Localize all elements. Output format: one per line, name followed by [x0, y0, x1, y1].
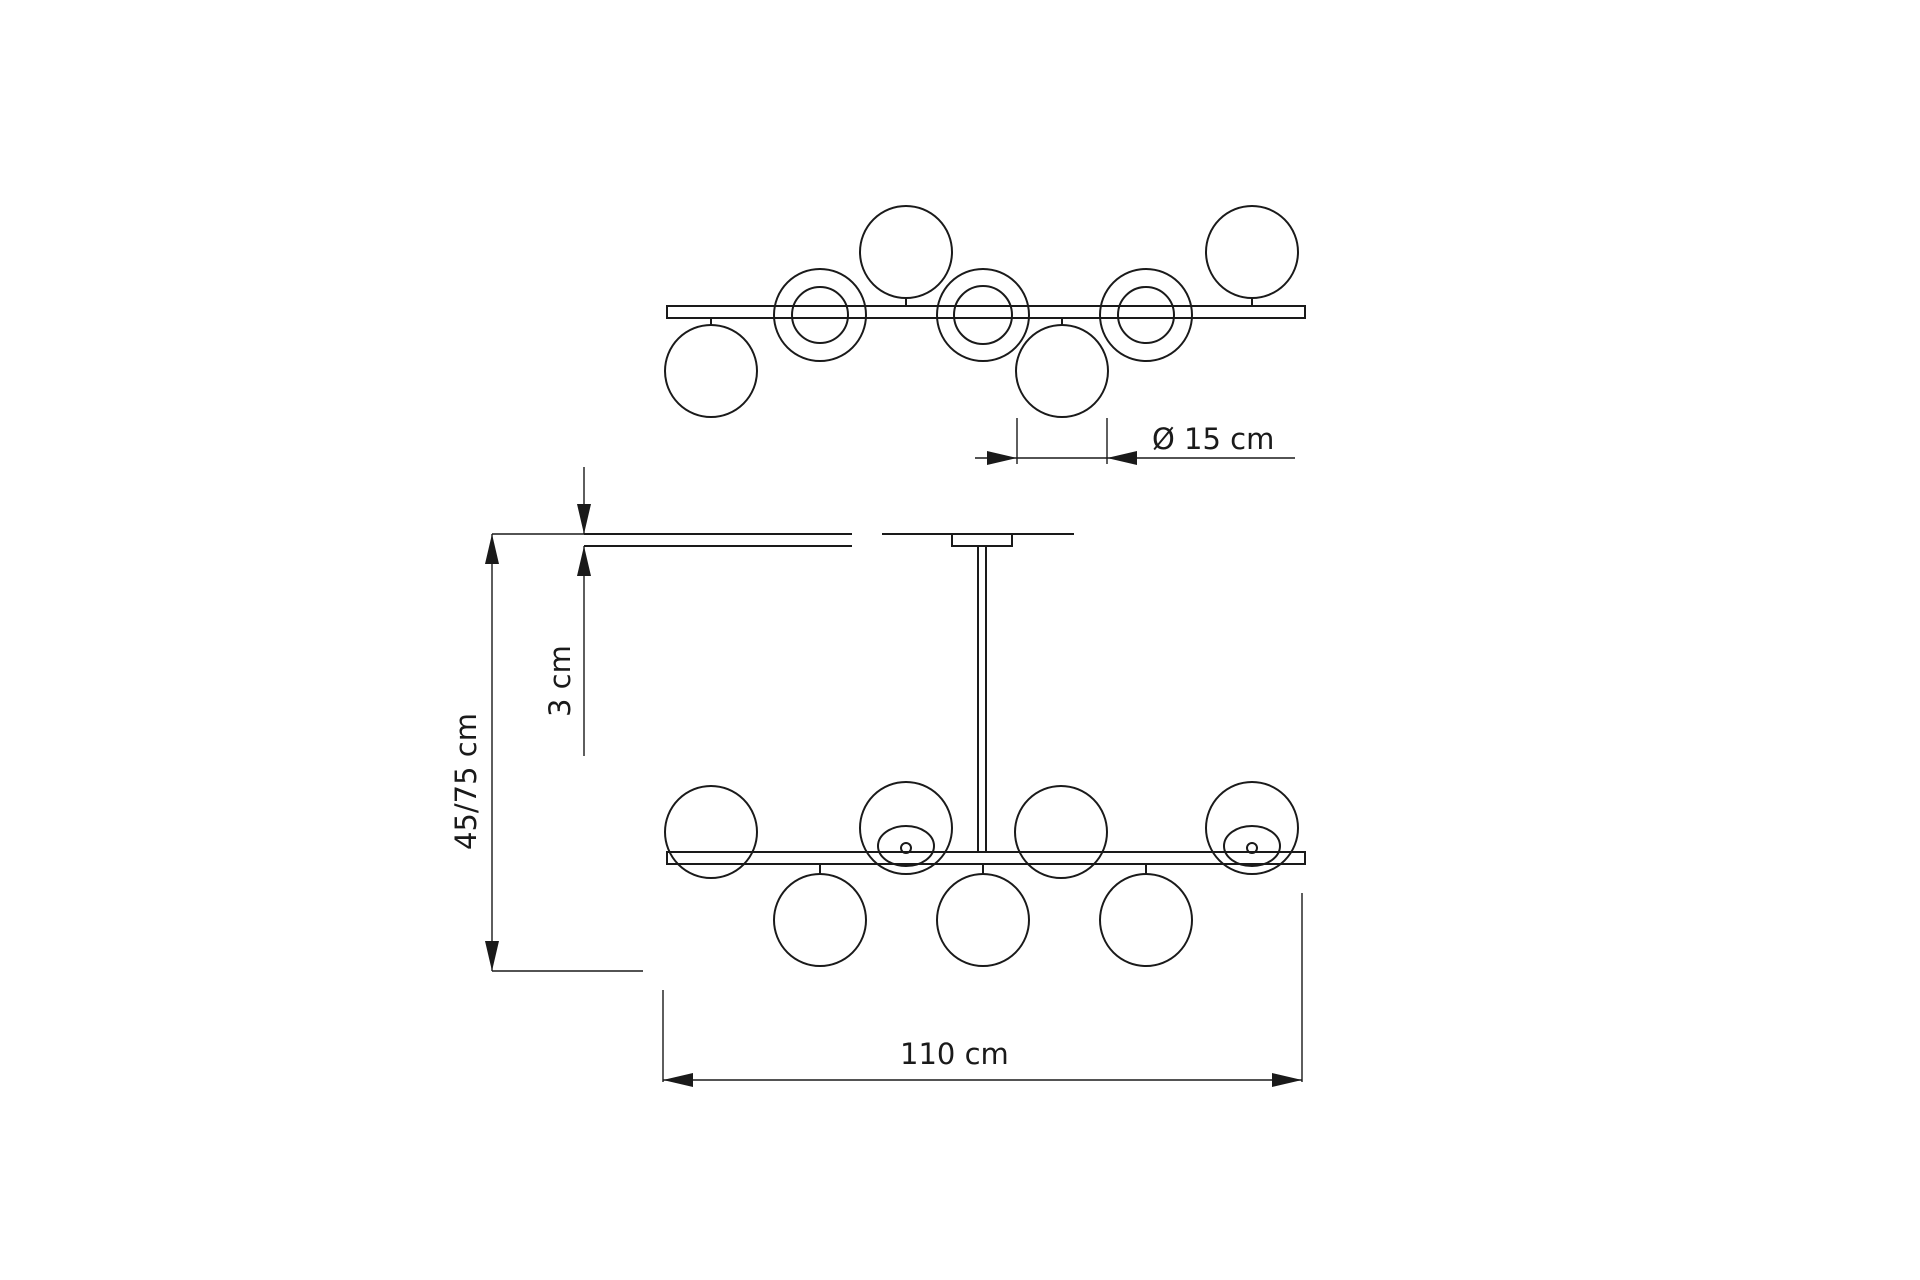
top-view-globe: [664, 324, 758, 418]
diameter-dimension: Ø 15 cm: [975, 418, 1295, 465]
canopy: [951, 533, 1013, 547]
arrow-head: [577, 546, 591, 576]
side-view-globe-holder-dot: [900, 842, 912, 854]
arrow-head: [663, 1073, 693, 1087]
total-height-dimension: 45/75 cm: [449, 534, 643, 972]
side-view-arm-bar: [666, 851, 1306, 865]
top-view-globe: [859, 205, 953, 299]
side-view-globe: [1205, 781, 1299, 875]
side-view-globe: [1014, 785, 1108, 879]
arrow-head: [485, 534, 499, 564]
top-view-ring-globe: [936, 268, 1030, 362]
total-width-dimension: 110 cm: [662, 893, 1303, 1087]
suspension-rod: [977, 545, 987, 853]
side-view: [584, 533, 1306, 967]
top-view-ring-globe: [773, 268, 867, 362]
canopy-height-dimension: 3 cm: [492, 467, 591, 756]
top-view-ring-globe-inner: [791, 286, 849, 344]
side-view-globe-holder: [1223, 825, 1281, 867]
top-view-arm-bar: [666, 305, 1306, 319]
top-view-ring-globe-inner: [1117, 286, 1175, 344]
top-view-ring-globe: [1099, 268, 1193, 362]
top-view-ring-globe-inner: [953, 285, 1013, 345]
side-view-globe-holder: [877, 825, 935, 867]
side-view-globe: [773, 873, 867, 967]
total-width-label: 110 cm: [900, 1037, 1009, 1071]
canopy-height-label: 3 cm: [543, 645, 577, 717]
arrow-head: [1272, 1073, 1302, 1087]
arrow-head: [987, 451, 1017, 465]
arrow-head: [1107, 451, 1137, 465]
side-view-globe-holder-dot: [1246, 842, 1258, 854]
top-view-globe: [1015, 324, 1109, 418]
arrow-head: [577, 504, 591, 534]
top-view-globe: [1205, 205, 1299, 299]
side-view-globe: [936, 873, 1030, 967]
diameter-label: Ø 15 cm: [1152, 422, 1274, 456]
side-view-globe: [664, 785, 758, 879]
side-view-globe: [859, 781, 953, 875]
total-height-label: 45/75 cm: [449, 713, 483, 850]
side-view-globe: [1099, 873, 1193, 967]
arrow-head: [485, 941, 499, 971]
top-view: [664, 205, 1306, 418]
